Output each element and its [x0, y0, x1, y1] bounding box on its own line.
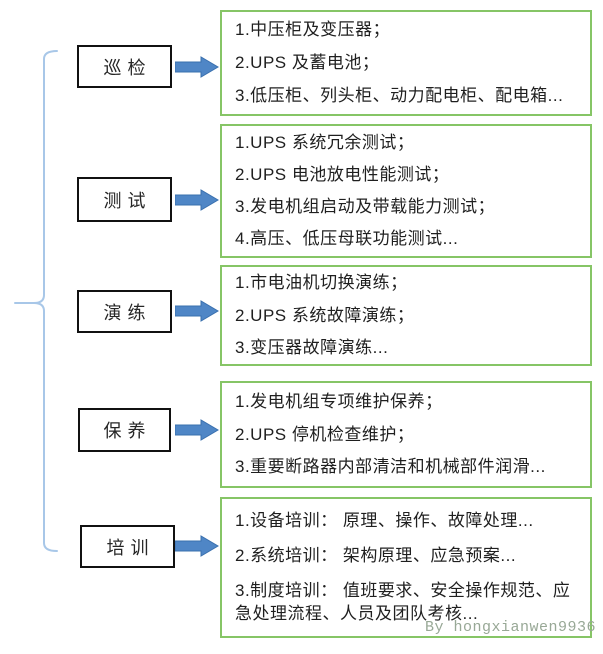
detail-item: 1.设备培训： 原理、操作、故障处理...: [235, 510, 534, 530]
detail-box-inspection: 1.中压柜及变压器； 2.UPS 及蓄电池； 3.低压柜、列头柜、动力配电柜、配…: [220, 10, 592, 116]
detail-box-testing: 1.UPS 系统冗余测试； 2.UPS 电池放电性能测试； 3.发电机组启动及带…: [220, 124, 592, 258]
detail-item: 1.中压柜及变压器；: [235, 20, 391, 40]
detail-box-training: 1.设备培训： 原理、操作、故障处理... 2.系统培训： 架构原理、应急预案.…: [220, 497, 592, 638]
detail-item: 3.变压器故障演练...: [235, 338, 389, 358]
detail-item: 2.UPS 系统故障演练；: [235, 305, 415, 325]
category-box-inspection: 巡检: [77, 45, 172, 88]
detail-item: 3.制度培训： 值班要求、安全操作规范、应急处理流程、人员及团队考核...: [235, 580, 571, 624]
category-label: 演练: [103, 302, 152, 323]
watermark-text: By hongxianwen9936: [424, 619, 596, 636]
category-label: 培训: [106, 537, 155, 558]
detail-box-maintenance: 1.发电机组专项维护保养； 2.UPS 停机检查维护； 3.重要断路器内部清洁和…: [220, 381, 592, 488]
right-arrow-icon: [174, 535, 219, 557]
detail-item: 2.系统培训： 架构原理、应急预案...: [235, 545, 517, 565]
detail-item: 3.重要断路器内部清洁和机械部件润滑...: [235, 457, 546, 477]
category-label: 保养: [103, 421, 152, 441]
category-label: 测试: [103, 190, 152, 211]
right-arrow-icon: [174, 56, 219, 78]
category-box-training: 培训: [80, 525, 175, 568]
category-box-maintenance: 保养: [78, 408, 171, 452]
detail-item: 4.高压、低压母联功能测试...: [235, 228, 459, 248]
detail-box-drill: 1.市电油机切换演练； 2.UPS 系统故障演练； 3.变压器故障演练...: [220, 265, 592, 366]
detail-item: 3.低压柜、列头柜、动力配电柜、配电箱...: [235, 85, 564, 105]
right-arrow-icon: [174, 300, 219, 322]
detail-item: 2.UPS 停机检查维护；: [235, 424, 415, 444]
detail-item: 1.市电油机切换演练；: [235, 272, 408, 292]
detail-item: 2.UPS 及蓄电池；: [235, 53, 380, 73]
detail-item: 1.UPS 系统冗余测试；: [235, 133, 415, 153]
right-arrow-icon: [174, 189, 219, 211]
right-arrow-icon: [174, 419, 219, 441]
category-box-testing: 测试: [77, 177, 172, 222]
detail-item: 1.发电机组专项维护保养；: [235, 391, 443, 411]
detail-item: 3.发电机组启动及带载能力测试；: [235, 197, 496, 216]
category-label: 巡检: [103, 57, 152, 78]
category-box-drill: 演练: [77, 290, 172, 333]
detail-item: 2.UPS 电池放电性能测试；: [235, 165, 450, 185]
